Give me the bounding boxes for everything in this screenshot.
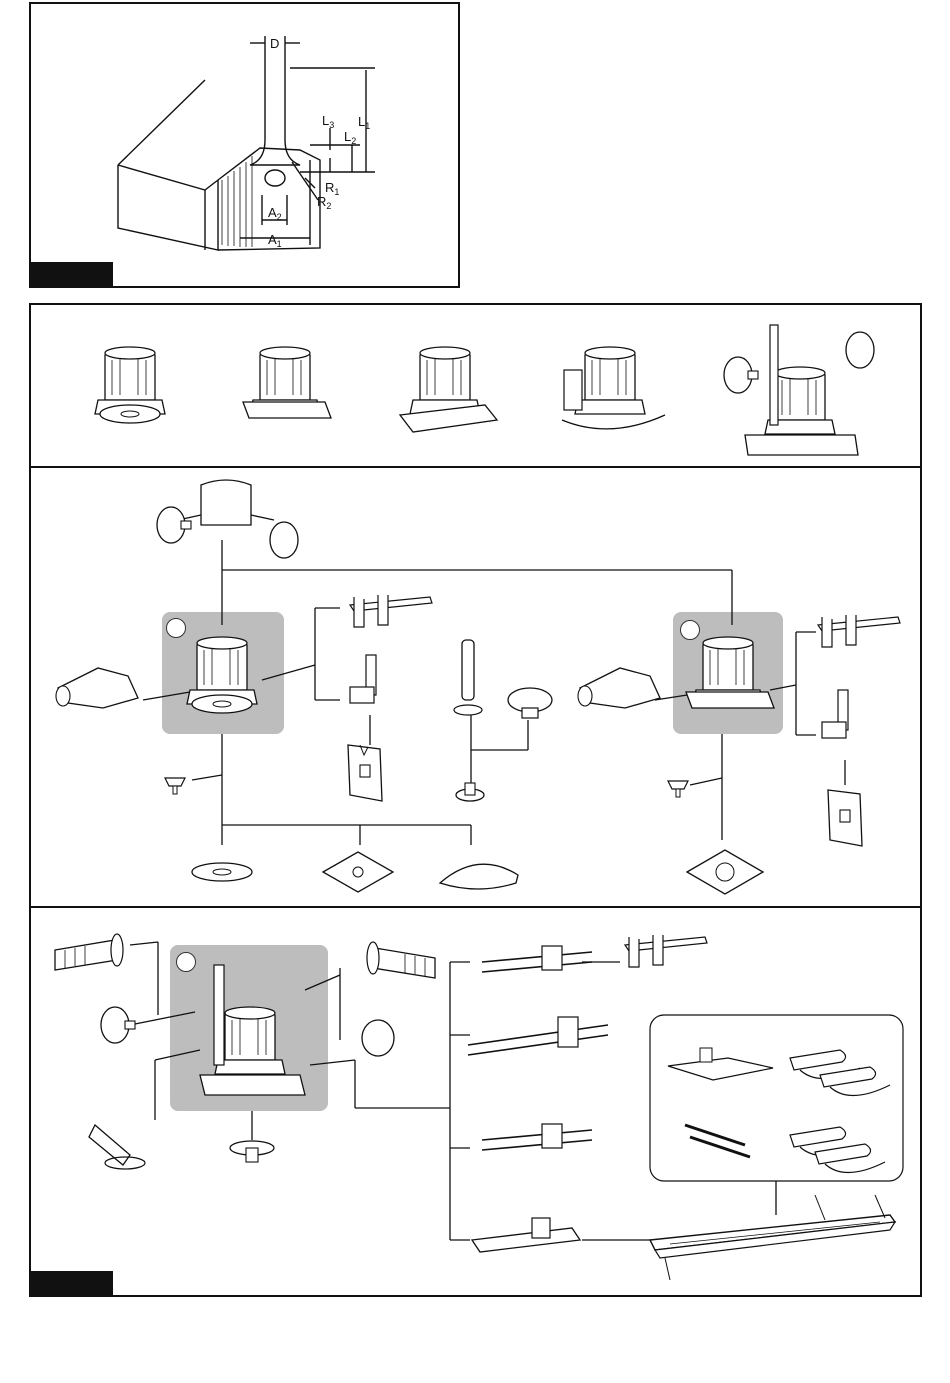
tilt-in-box [686, 637, 774, 708]
base-plate-tilt [687, 850, 763, 894]
templet-guide-small [456, 783, 484, 801]
trimmer-guide-b [822, 690, 848, 738]
dust-nozzle-b [578, 668, 660, 708]
guide-rail [650, 1195, 895, 1280]
trimmer-guide-a [350, 655, 376, 703]
thumb-screw-a [165, 778, 185, 794]
thumb-screw-b [668, 781, 688, 797]
base-plate-offset [440, 864, 518, 889]
rail-adapter [472, 1218, 580, 1252]
router-variant-tilt [243, 347, 331, 418]
base-plate-round [192, 863, 252, 881]
rod-guide-1 [482, 946, 592, 972]
router-variant-plunge [724, 325, 874, 455]
knob-left [101, 1007, 135, 1043]
dust-nozzle-a [56, 668, 138, 708]
trimmer-in-box [187, 637, 257, 713]
grip-handle-right [367, 942, 435, 978]
plunge-base-handles [157, 480, 298, 558]
round-knob [508, 688, 552, 718]
rod-guide-2 [468, 1017, 608, 1055]
router-variant-offset-2 [562, 347, 665, 429]
base-plate-square [323, 852, 393, 892]
plunge-in-box [200, 965, 305, 1095]
side-handle [454, 640, 482, 715]
dust-nozzle-plunge [89, 1125, 145, 1169]
router-variant-trimmer [95, 347, 165, 423]
router-variant-offset [400, 347, 497, 432]
templet-guide-plunge [230, 1141, 274, 1162]
straight-guide-plunge [625, 935, 707, 967]
rod-guide-3 [482, 1124, 592, 1150]
grip-handle-left [55, 934, 123, 970]
straight-guide-b [818, 615, 900, 647]
knob-right [362, 1020, 394, 1056]
straight-guide-a [350, 595, 432, 627]
guide-shoe-b [828, 790, 862, 846]
guide-shoe-a [348, 745, 382, 801]
